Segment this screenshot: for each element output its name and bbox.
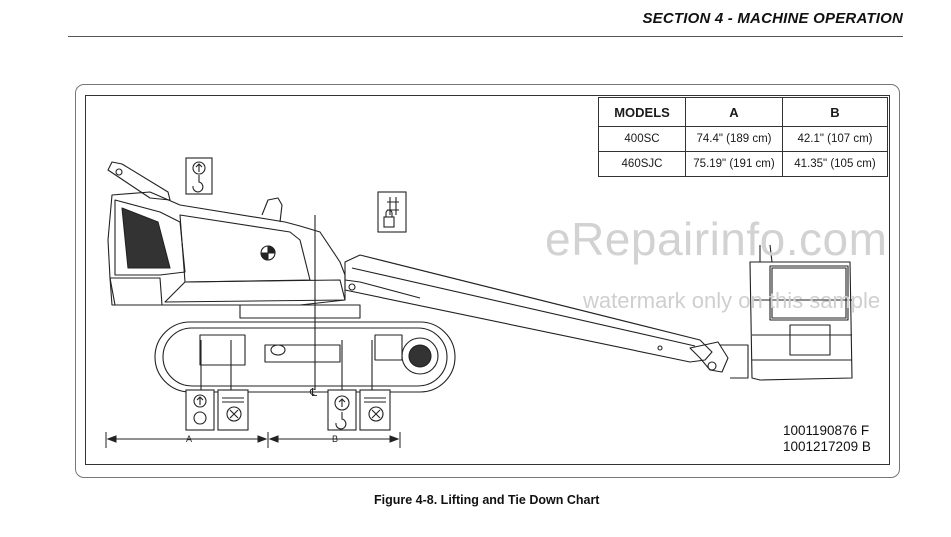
section-header: SECTION 4 - MACHINE OPERATION xyxy=(642,10,903,27)
figure-caption: Figure 4-8. Lifting and Tie Down Chart xyxy=(374,493,600,507)
lifting-point-icon xyxy=(327,389,357,431)
lifting-point-icon xyxy=(185,157,213,195)
models-table: MODELS A B 400SC 74.4" (189 cm) 42.1" (1… xyxy=(598,97,888,177)
dimension-lines xyxy=(105,432,401,448)
boom xyxy=(344,254,713,363)
part-number: 1001190876 F xyxy=(783,423,870,438)
dimension-b-label: B xyxy=(332,434,339,444)
header-rule xyxy=(68,36,903,37)
platform-basket xyxy=(749,261,853,381)
table-row: 460SJC 75.19" (191 cm) 41.35" (105 cm) xyxy=(598,151,888,177)
table-cell-a: 75.19" (191 cm) xyxy=(685,151,783,177)
tie-down-point-icon xyxy=(359,389,391,431)
watermark-note: watermark only on this sample xyxy=(583,288,881,313)
lock-control-icon xyxy=(377,191,407,233)
dimension-a-label: A xyxy=(186,434,193,444)
table-header-a: A xyxy=(685,97,783,127)
centerline-symbol: ℄ xyxy=(310,387,318,399)
table-header-b: B xyxy=(782,97,888,127)
table-header-models: MODELS xyxy=(598,97,686,127)
table-cell-model: 400SC xyxy=(598,126,686,152)
table-cell-model: 460SJC xyxy=(598,151,686,177)
crawler-track xyxy=(154,321,456,393)
table-row: 400SC 74.4" (189 cm) 42.1" (107 cm) xyxy=(598,126,888,152)
table-cell-b: 41.35" (105 cm) xyxy=(782,151,888,177)
rear-bracket xyxy=(107,161,171,201)
table-header-row: MODELS A B xyxy=(598,97,888,127)
part-number: 1001217209 B xyxy=(783,439,871,454)
watermark-site: eRepairinfo.com xyxy=(545,213,888,265)
lifting-point-icon xyxy=(185,389,215,431)
tie-down-point-icon xyxy=(217,389,249,431)
table-cell-b: 42.1" (107 cm) xyxy=(782,126,888,152)
table-cell-a: 74.4" (189 cm) xyxy=(685,126,783,152)
